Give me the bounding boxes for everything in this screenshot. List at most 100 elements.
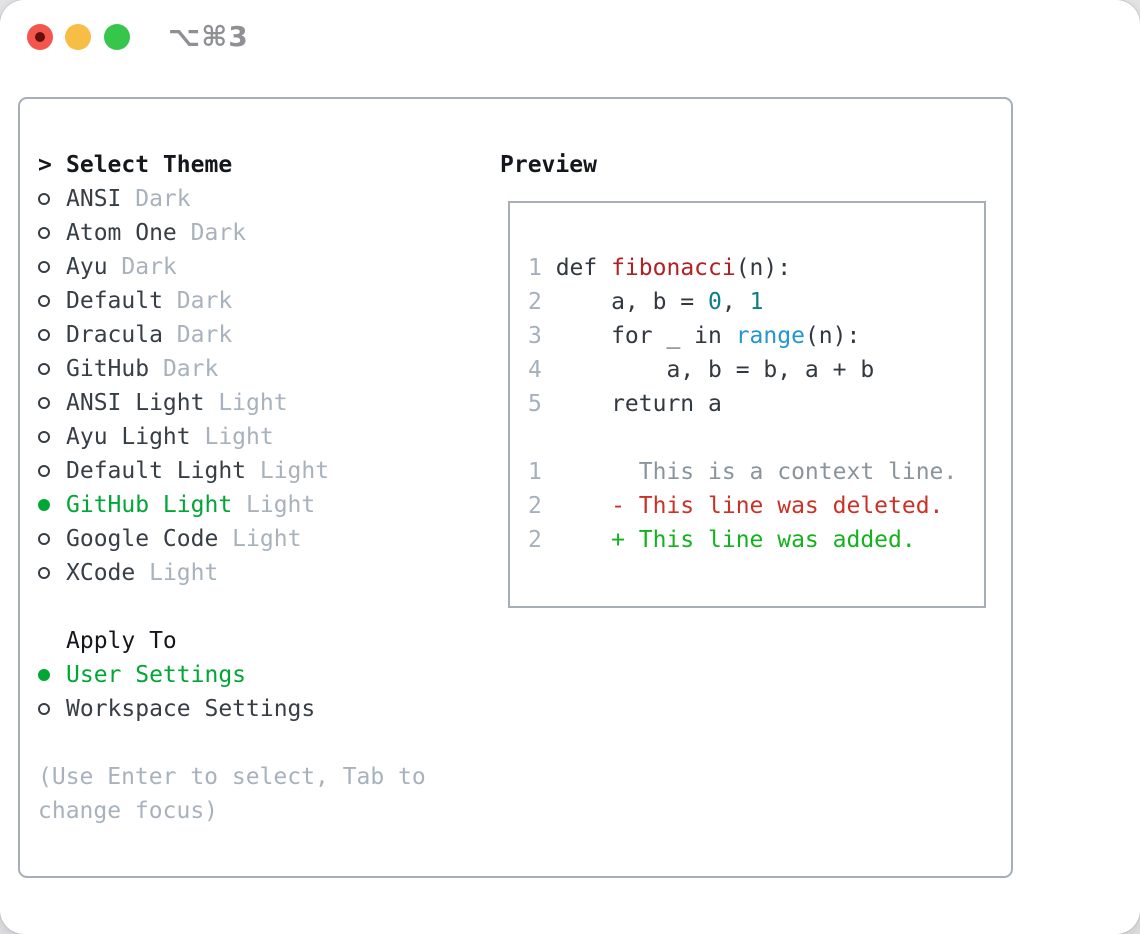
code-line: 4 a, b = b, a + b	[528, 353, 974, 387]
theme-option-default-label: Default	[66, 288, 163, 314]
title-bar: ⌥⌘3	[0, 0, 1140, 74]
theme-option-dracula-variant: Dark	[162, 322, 233, 348]
theme-option-ayu[interactable]: Ayu Dark	[38, 250, 426, 284]
diff-sample: 1 This is a context line.2 - This line w…	[528, 455, 974, 557]
zoom-button[interactable]	[104, 24, 130, 50]
theme-option-default-variant: Dark	[162, 288, 233, 314]
theme-option-google-code-variant: Light	[218, 526, 302, 552]
radio-icon	[38, 182, 66, 216]
radio-selected-icon	[38, 658, 66, 692]
theme-option-default-light-variant: Light	[246, 458, 330, 484]
code-content: return a	[555, 391, 722, 417]
theme-option-dracula-label: Dracula	[66, 322, 163, 348]
theme-option-ayu-variant: Dark	[107, 254, 177, 280]
apply-option-workspace-settings[interactable]: Workspace Settings	[38, 692, 426, 726]
theme-option-github-light[interactable]: GitHub Light Light	[38, 488, 426, 522]
radio-icon	[38, 216, 66, 250]
theme-option-github-label: GitHub	[66, 356, 150, 382]
diff-content: This is a context line.	[555, 459, 958, 485]
line-number: 4	[528, 357, 542, 383]
apply-to-title: Apply To	[66, 628, 177, 654]
theme-option-google-code[interactable]: Google Code Light	[38, 522, 426, 556]
theme-option-xcode[interactable]: XCode Light	[38, 556, 426, 590]
radio-icon	[38, 352, 66, 386]
theme-option-default-light-label: Default Light	[66, 458, 247, 484]
theme-option-ayu-label: Ayu	[66, 254, 108, 280]
theme-option-ayu-light-variant: Light	[190, 424, 274, 450]
radio-selected-icon	[38, 488, 66, 522]
theme-option-github[interactable]: GitHub Dark	[38, 352, 426, 386]
theme-option-ayu-light[interactable]: Ayu Light Light	[38, 420, 426, 454]
radio-icon	[38, 284, 66, 318]
marker-spacer	[38, 624, 66, 658]
diff-content: - This line was deleted.	[555, 493, 944, 519]
apply-option-user-settings-label: User Settings	[66, 662, 247, 688]
theme-option-default-light[interactable]: Default Light Light	[38, 454, 426, 488]
theme-option-ansi[interactable]: ANSI Dark	[38, 182, 426, 216]
code-line: 5 return a	[528, 387, 974, 421]
theme-option-ansi-variant: Dark	[121, 186, 191, 212]
radio-icon	[38, 692, 66, 726]
window-shortcut-label: ⌥⌘3	[168, 20, 249, 53]
code-content: def fibonacci(n):	[555, 255, 792, 281]
code-content: for _ in range(n):	[555, 323, 861, 349]
diff-content: + This line was added.	[555, 527, 916, 553]
code-line: 3 for _ in range(n):	[528, 319, 974, 353]
hint-line-1: (Use Enter to select, Tab to	[38, 764, 426, 790]
radio-icon	[38, 522, 66, 556]
hint-line-2: change focus)	[38, 798, 219, 824]
line-number: 5	[528, 391, 542, 417]
radio-icon	[38, 250, 66, 284]
spacer	[38, 590, 426, 624]
spacer	[38, 726, 426, 760]
radio-icon	[38, 454, 66, 488]
theme-option-github-light-variant: Light	[232, 492, 316, 518]
minimize-button[interactable]	[65, 24, 91, 50]
close-button[interactable]	[27, 24, 53, 50]
theme-option-atom-one[interactable]: Atom One Dark	[38, 216, 426, 250]
theme-option-xcode-label: XCode	[66, 560, 136, 586]
apply-option-workspace-settings-label: Workspace Settings	[66, 696, 316, 722]
diff-line-added: 2 + This line was added.	[528, 523, 974, 557]
radio-icon	[38, 420, 66, 454]
code-content: a, b = b, a + b	[555, 357, 875, 383]
close-button-dot	[35, 32, 45, 42]
radio-icon	[38, 386, 66, 420]
line-number: 2	[528, 493, 542, 519]
theme-option-github-variant: Dark	[149, 356, 219, 382]
theme-option-xcode-variant: Light	[135, 560, 219, 586]
theme-option-ansi-light-label: ANSI Light	[66, 390, 205, 416]
line-number: 3	[528, 323, 542, 349]
line-number: 1	[528, 255, 542, 281]
theme-option-ansi-light[interactable]: ANSI Light Light	[38, 386, 426, 420]
diff-line-deleted: 2 - This line was deleted.	[528, 489, 974, 523]
theme-option-google-code-label: Google Code	[66, 526, 219, 552]
theme-option-default[interactable]: Default Dark	[38, 284, 426, 318]
line-number: 2	[528, 527, 542, 553]
theme-option-github-light-label: GitHub Light	[66, 492, 233, 518]
code-line: 1 def fibonacci(n):	[528, 251, 974, 285]
select-theme-title: Select Theme	[66, 152, 233, 178]
theme-option-atom-one-label: Atom One	[66, 220, 177, 246]
select-theme-header: > Select Theme	[38, 148, 426, 182]
apply-option-user-settings[interactable]: User Settings	[38, 658, 426, 692]
theme-option-ayu-light-label: Ayu Light	[66, 424, 191, 450]
radio-icon	[38, 556, 66, 590]
theme-option-dracula[interactable]: Dracula Dark	[38, 318, 426, 352]
radio-icon	[38, 318, 66, 352]
code-content: a, b = 0, 1	[555, 289, 764, 315]
apply-to-header: Apply To	[38, 624, 426, 658]
line-number: 1	[528, 459, 542, 485]
code-line: 2 a, b = 0, 1	[528, 285, 974, 319]
line-number: 2	[528, 289, 542, 315]
diff-line-context: 1 This is a context line.	[528, 455, 974, 489]
theme-option-atom-one-variant: Dark	[176, 220, 247, 246]
theme-option-ansi-label: ANSI	[66, 186, 122, 212]
